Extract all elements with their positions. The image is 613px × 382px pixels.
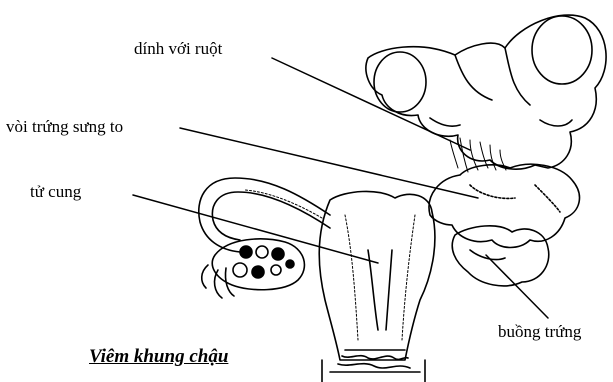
- label-ovary: buồng trứng: [498, 323, 581, 340]
- ovary-left: [212, 239, 304, 290]
- uterus-drawing: [319, 191, 435, 382]
- intestine-drawing: [366, 15, 606, 169]
- pointer-adhesion: [272, 58, 470, 150]
- pointer-tube: [180, 128, 478, 198]
- pointer-ovary: [486, 255, 548, 318]
- swollen-tube-right: [429, 164, 579, 247]
- label-uterus: tử cung: [30, 183, 81, 200]
- label-swollen-tube: vòi trứng sưng to: [6, 118, 123, 135]
- ovary-right: [452, 226, 549, 286]
- label-adhesion: dính với ruột: [134, 40, 222, 57]
- fallopian-tube-left: [199, 178, 330, 298]
- diagram-caption: Viêm khung chậu: [89, 347, 228, 366]
